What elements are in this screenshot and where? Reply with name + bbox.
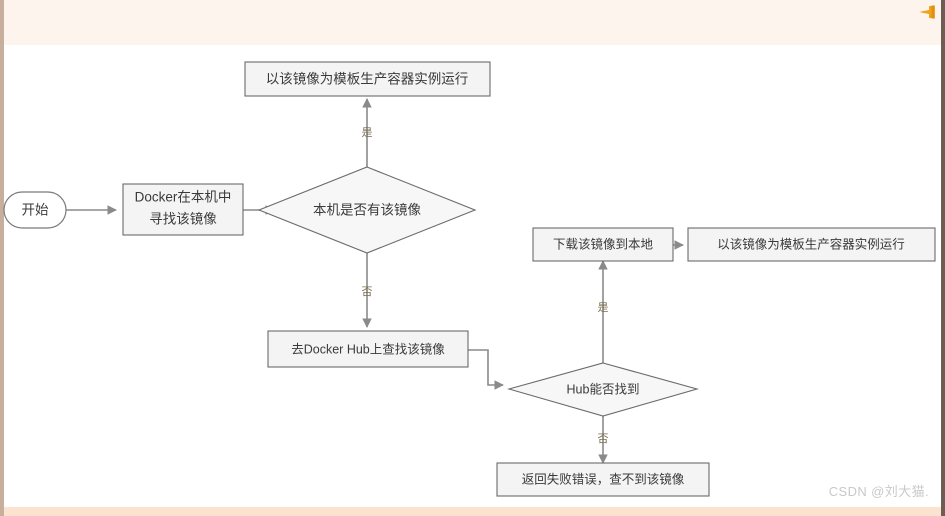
right-rail	[941, 0, 945, 516]
node-run-pulled[interactable]: 以该镜像为模板生产容器实例运行	[687, 227, 936, 262]
node-docker-search-label-line1: Docker在本机中	[135, 190, 232, 205]
node-has-local-decision-label: 本机是否有该镜像	[313, 203, 421, 218]
node-run-local-label: 以该镜像为模板生产容器实例运行	[266, 71, 469, 87]
node-hub-found-decision[interactable]: Hub能否找到	[506, 362, 700, 417]
left-rail	[0, 0, 4, 516]
node-run-pulled-label: 以该镜像为模板生产容器实例运行	[717, 236, 905, 251]
node-go-docker-hub[interactable]: 去Docker Hub上查找该镜像	[267, 330, 469, 368]
node-hub-found-decision-label: Hub能否找到	[567, 382, 640, 396]
node-docker-search[interactable]: Docker在本机中 寻找该镜像	[122, 183, 244, 236]
flowchart-canvas: 是 否 是 否 开始 Docker在本机中 寻找该镜像	[3, 61, 936, 497]
node-start-label: 开始	[22, 203, 49, 218]
connector-hub-found-yes-to-download: 是	[598, 260, 609, 363]
footer-band	[0, 507, 945, 516]
connector-go-hub-to-hub-found	[468, 349, 504, 390]
node-fail-label: 返回失败错误，查不到该镜像	[522, 471, 685, 486]
edge-label-no-local: 否	[362, 286, 373, 298]
edge-label-yes-hub: 是	[598, 301, 609, 314]
node-download-image[interactable]: 下载该镜像到本地	[532, 227, 674, 262]
edge-label-no-hub: 否	[598, 433, 609, 445]
pushpin-icon[interactable]	[919, 5, 937, 19]
node-has-local-decision[interactable]: 本机是否有该镜像	[257, 166, 477, 254]
node-run-local[interactable]: 以该镜像为模板生产容器实例运行	[244, 61, 491, 97]
connector-has-local-no-to-go-hub: 否	[362, 253, 373, 328]
node-fail[interactable]: 返回失败错误，查不到该镜像	[496, 462, 710, 497]
connector-has-local-yes-to-run-local: 是	[362, 98, 373, 167]
edge-label-yes-local: 是	[362, 126, 373, 139]
header-band	[0, 0, 945, 45]
node-start[interactable]: 开始	[3, 191, 67, 229]
connector-hub-found-no-to-fail: 否	[598, 416, 609, 464]
node-go-docker-hub-label: 去Docker Hub上查找该镜像	[291, 341, 445, 356]
node-docker-search-label-line2: 寻找该镜像	[149, 212, 217, 227]
csdn-watermark: CSDN @刘大猫.	[828, 484, 929, 499]
node-download-image-label: 下载该镜像到本地	[553, 236, 654, 251]
